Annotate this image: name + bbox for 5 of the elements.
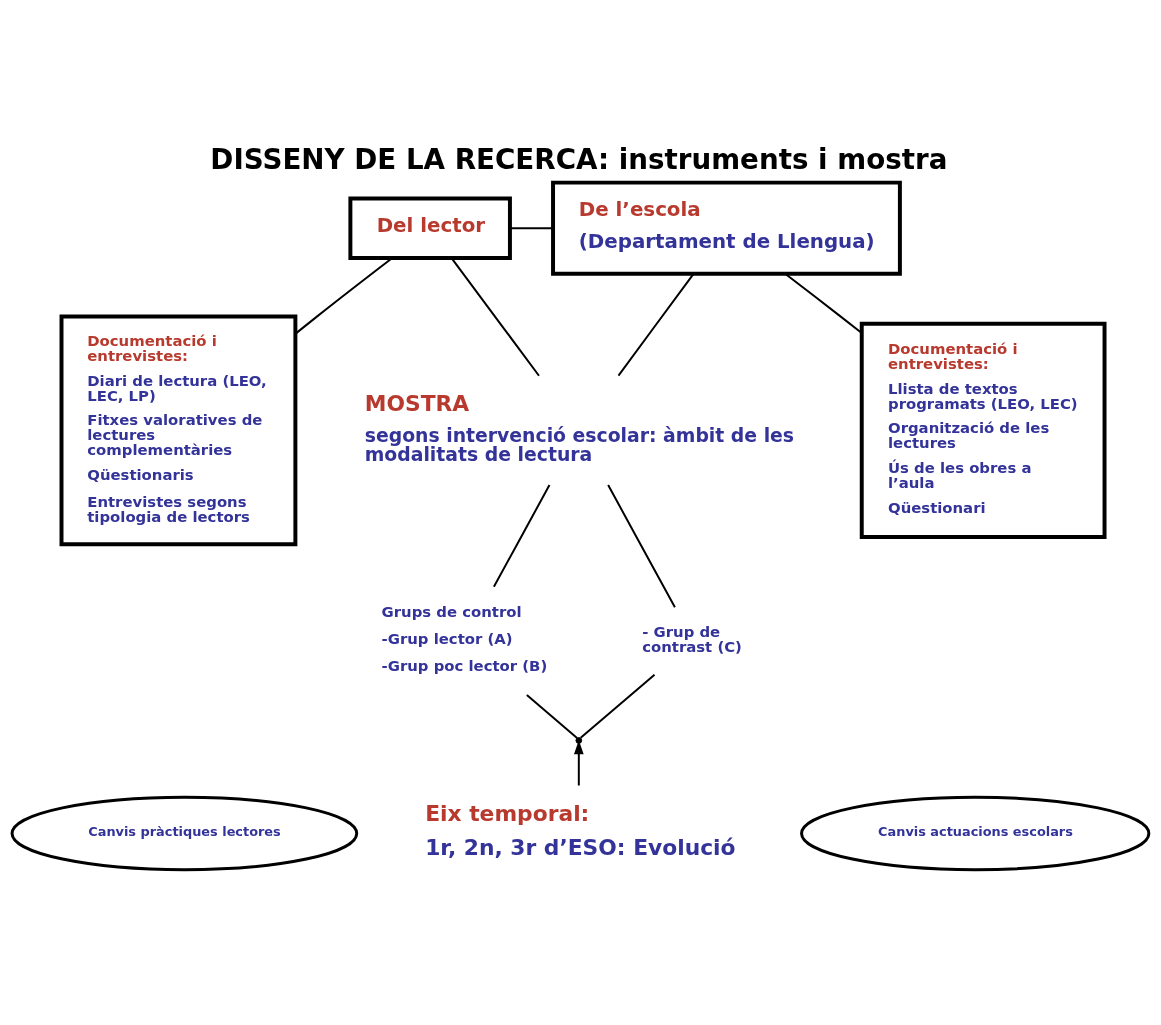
node-text: Eix temporal: 1r, 2n, 3r d’ESO: Evolució — [425, 801, 736, 860]
diagram-title: DISSENY DE LA RECERCA: instruments i mostra — [210, 143, 948, 177]
node-text: Grups de control -Grup lector (A) -Grup poc lector (B) — [381, 603, 548, 675]
node-text: MOSTRA segons intervenció escolar: àmbit de les modalitats de lectura — [364, 391, 795, 466]
node-text: - Grup de contrast (C) — [642, 622, 742, 656]
